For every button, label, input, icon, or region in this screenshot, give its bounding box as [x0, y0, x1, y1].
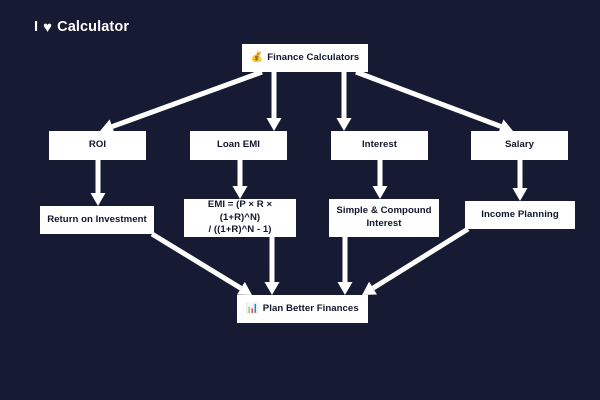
node-loan-emi[interactable]: Loan EMI — [190, 131, 287, 160]
node-simple-compound-interest-line2: Interest — [366, 218, 402, 229]
brand-logo: I ♥ Calculator — [34, 19, 129, 35]
node-simple-compound-interest-line1: Simple & Compound — [336, 205, 432, 217]
node-return-on-investment[interactable]: Return on Investment — [40, 206, 154, 234]
arrowhead-return-on-investment-to-plan-better-finances — [236, 281, 252, 295]
edge-root-to-salary — [355, 69, 502, 129]
node-salary[interactable]: Salary — [471, 131, 568, 160]
arrowhead-income-planning-to-plan-better-finances — [362, 281, 377, 295]
arrowhead-loan-emi-to-emi-formula — [232, 186, 248, 199]
arrowhead-root-to-interest — [336, 118, 352, 131]
node-income-planning[interactable]: Income Planning — [465, 201, 575, 229]
brand-name: Calculator — [57, 19, 130, 35]
arrowhead-interest-to-simple-compound-interest — [372, 186, 388, 199]
edge-root-to-roi — [111, 69, 263, 129]
brand-prefix: I — [34, 19, 39, 35]
node-roi[interactable]: ROI — [49, 131, 146, 160]
node-salary-label: Salary — [504, 139, 535, 151]
node-emi-formula[interactable]: EMI = (P × R × (1+R)^N) / ((1+R)^N - 1) — [184, 199, 296, 237]
heart-icon: ♥ — [43, 18, 53, 36]
node-root-label: Finance Calculators — [267, 51, 360, 63]
node-interest-label: Interest — [361, 139, 398, 151]
node-interest[interactable]: Interest — [331, 131, 428, 160]
node-income-planning-label: Income Planning — [481, 208, 559, 220]
arrowhead-root-to-loan-emi — [266, 118, 282, 131]
arrowhead-roi-to-return-on-investment — [90, 193, 106, 206]
arrowhead-salary-to-income-planning — [512, 188, 528, 201]
edge-income-planning-to-plan-better-finances — [371, 226, 470, 291]
node-plan-better-finances[interactable]: 📊 Plan Better Finances — [237, 295, 368, 323]
node-plan-better-finances-label: Plan Better Finances — [262, 302, 359, 314]
bar-chart-icon: 📊 — [246, 303, 259, 314]
node-return-on-investment-label: Return on Investment — [47, 213, 147, 225]
node-loan-emi-label: Loan EMI — [216, 139, 261, 151]
node-emi-formula-line1: EMI = (P × R × (1+R)^N) — [207, 199, 273, 223]
node-roi-label: ROI — [88, 139, 107, 151]
node-root[interactable]: 💰 Finance Calculators — [242, 44, 368, 72]
money-bag-icon: 💰 — [250, 52, 264, 63]
edge-return-on-investment-to-plan-better-finances — [150, 231, 243, 291]
arrowhead-emi-formula-to-plan-better-finances — [264, 282, 280, 295]
node-emi-formula-line2: / ((1+R)^N - 1) — [208, 224, 272, 236]
arrowhead-simple-compound-interest-to-plan-better-finances — [337, 282, 353, 295]
node-simple-compound-interest[interactable]: Simple & Compound Interest — [329, 199, 439, 237]
